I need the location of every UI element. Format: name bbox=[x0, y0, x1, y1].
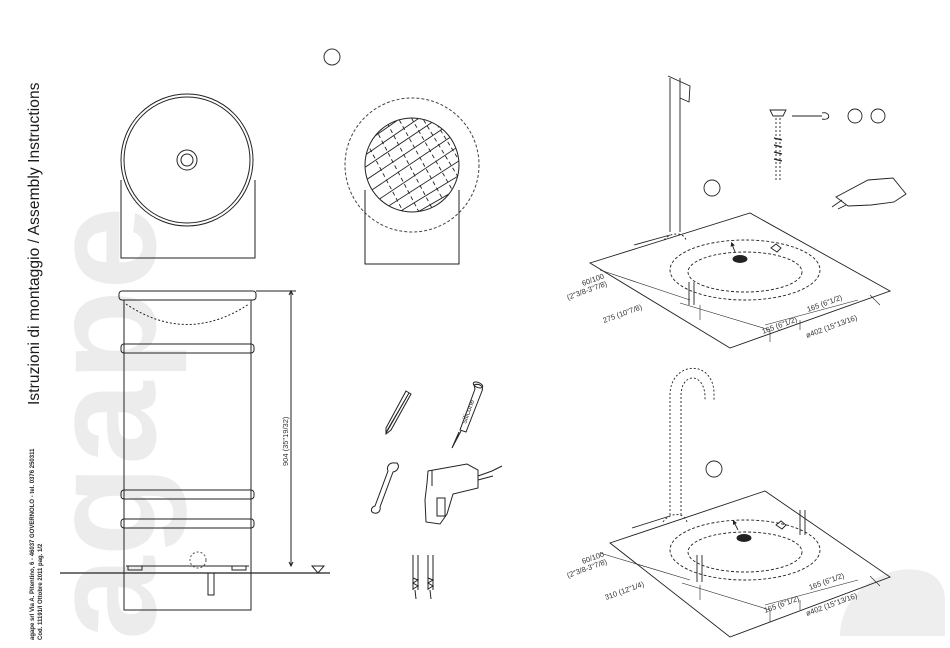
step-marker-1 bbox=[323, 48, 341, 66]
iso-step-top bbox=[588, 75, 907, 349]
top-view-hatched bbox=[323, 48, 480, 265]
page-title: Istruzioni di montaggio / Assembly Instr… bbox=[26, 82, 43, 405]
address-line: agape srl Via A. Pitentino, 6 - 46037 GO… bbox=[30, 448, 36, 640]
basin-top-view bbox=[120, 93, 256, 259]
dim-diameter-1: ø402 (15"13/16) bbox=[805, 313, 859, 340]
anchor-bolts-icon bbox=[412, 555, 435, 600]
pencil-icon bbox=[385, 390, 412, 436]
iso-step-top-labels: 60/100 (2"3/8-3"7/8) 275 (10"7/8) 165 (6… bbox=[566, 272, 859, 340]
column-elevation bbox=[60, 289, 330, 611]
iso-step-bottom-labels: 60/100 (2"3/8-3"7/8) 310 (12"1/4) 165 (6… bbox=[566, 550, 859, 618]
brand-logo: agape bbox=[19, 206, 187, 640]
tools-group: silicone bbox=[371, 381, 503, 600]
dim-height: 904 (35"19/32) bbox=[281, 416, 290, 466]
dim-half-a-2: 165 (6"1/2) bbox=[763, 594, 801, 615]
dim-half-b-1: 165 (6"1/2) bbox=[806, 293, 844, 314]
brand-watermark: agape bbox=[19, 206, 945, 640]
brand-drop-shape bbox=[840, 569, 945, 636]
iso-step-bottom bbox=[599, 367, 891, 638]
wrench-icon bbox=[371, 462, 399, 514]
silicone-tube-icon bbox=[451, 381, 484, 449]
dim-depth-2: 310 (12"1/4) bbox=[604, 579, 646, 602]
dim-depth-1: 275 (10"7/8) bbox=[602, 302, 644, 325]
code-line: Cod. 11191/I Ottobre 2011 pag. 1/2 bbox=[38, 543, 44, 640]
drill-icon bbox=[424, 463, 503, 525]
